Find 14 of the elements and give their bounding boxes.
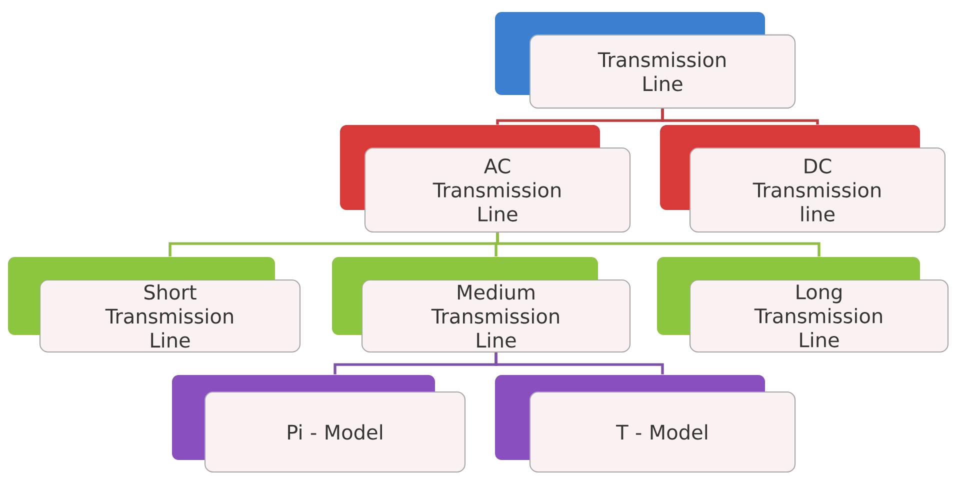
stacked-box: Short Transmission Line [8, 257, 301, 353]
stacked-box: Long Transmission Line [657, 257, 949, 353]
node-label: Line [151, 332, 190, 348]
stacked-box: DC Transmission line [660, 125, 946, 233]
node-label: Line [477, 332, 516, 348]
stacked-box: Transmission Line [495, 12, 796, 109]
stacked-box: Pi - Model [172, 375, 466, 473]
stacked-box: Medium Transmission Line [332, 257, 631, 353]
connector-line [661, 108, 819, 125]
stacked-box: AC Transmission Line [340, 125, 631, 233]
node-label: Line [800, 332, 839, 348]
stacked-box: T - Model [495, 375, 796, 473]
connector-line [494, 352, 664, 374]
connector-line [496, 232, 820, 257]
